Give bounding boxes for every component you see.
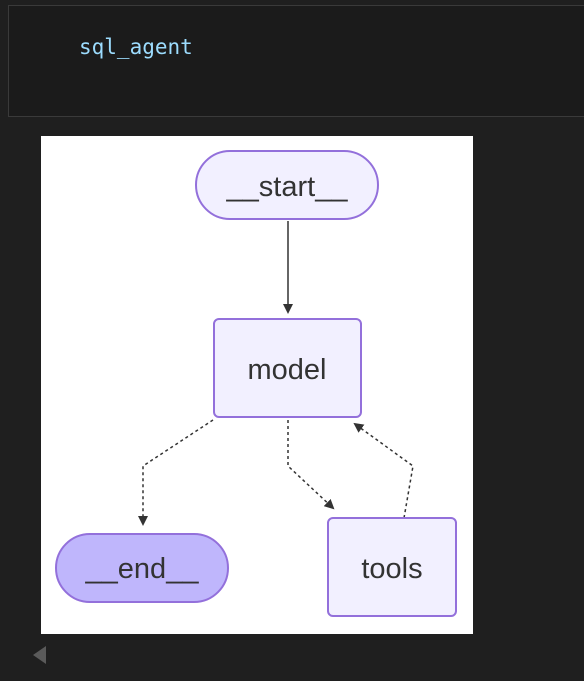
edge-tools-to-model	[353, 422, 414, 519]
node-tools: tools	[327, 517, 457, 617]
scroll-left-arrow-icon[interactable]	[33, 646, 46, 664]
node-model: model	[213, 318, 362, 418]
node-model-label: model	[248, 354, 327, 386]
edge-model-to-end	[138, 419, 214, 526]
cell-output-image: __start__ model __end__ tools	[41, 136, 473, 634]
code-cell[interactable]: sql_agent	[8, 5, 584, 117]
node-end-label: __end__	[85, 553, 200, 585]
node-tools-label: tools	[361, 553, 422, 585]
node-end: __end__	[55, 533, 229, 603]
node-start: __start__	[195, 150, 379, 220]
node-start-label: __start__	[226, 171, 349, 203]
agent-graph-diagram: __start__ model __end__ tools	[55, 150, 457, 617]
code-text[interactable]: sql_agent	[79, 35, 193, 59]
edge-model-to-tools	[287, 420, 335, 510]
